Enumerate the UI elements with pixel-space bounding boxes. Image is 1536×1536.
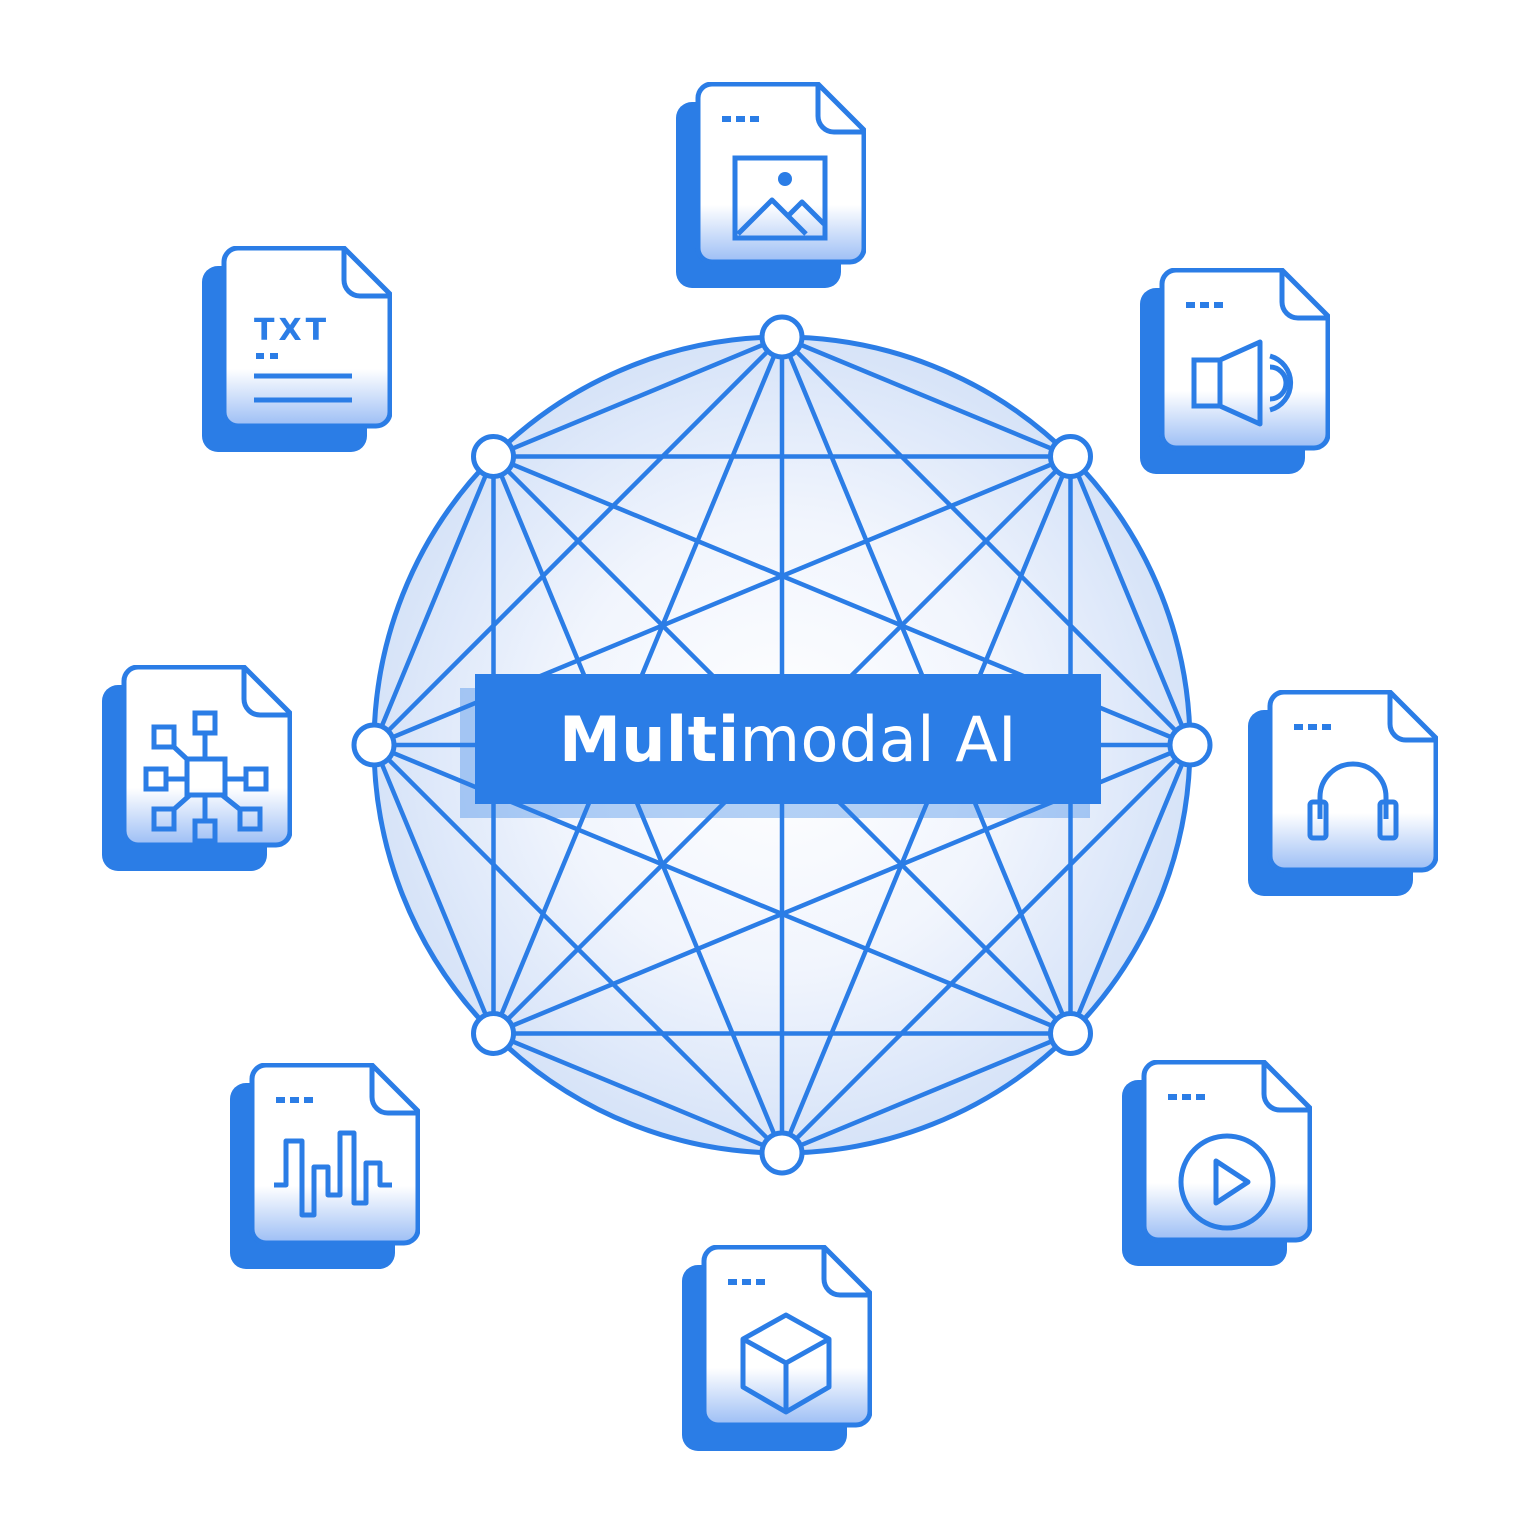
- file-text: TXT: [202, 246, 392, 456]
- file-music: [1248, 690, 1438, 900]
- graph-edge: [1068, 455, 1193, 746]
- file-signal: [230, 1063, 420, 1273]
- file-graph: [102, 665, 292, 875]
- graph-edge: [371, 744, 496, 1035]
- file-audio: [1140, 268, 1330, 478]
- graph-edge: [491, 455, 785, 1154]
- graph-edge: [781, 1031, 1072, 1156]
- graph-edge: [781, 334, 1072, 459]
- graph-edge: [371, 455, 496, 746]
- svg-text:TXT: TXT: [254, 313, 330, 348]
- graph-nodes: [351, 314, 1213, 1176]
- graph-edge: [372, 743, 784, 1155]
- graph-node: [471, 1010, 517, 1056]
- waveform-icon: [230, 1063, 420, 1269]
- graph-node: [759, 314, 805, 360]
- play-icon: [1122, 1060, 1312, 1266]
- headphones-icon: [1248, 690, 1438, 896]
- title-bold: Multi: [559, 702, 740, 776]
- graph-node: [1167, 722, 1213, 768]
- graph-node: [471, 434, 517, 480]
- graph-edge: [492, 1031, 783, 1156]
- file-image: [676, 82, 866, 292]
- network-icon: [102, 665, 292, 871]
- graph-edge: [492, 334, 783, 459]
- graph-node: [1047, 434, 1093, 480]
- graph-edge: [1068, 744, 1193, 1035]
- txt-icon: TXT: [202, 246, 392, 452]
- cube-icon: [682, 1245, 872, 1451]
- graph-node: [1047, 1010, 1093, 1056]
- file-3d: [682, 1245, 872, 1455]
- graph-node: [351, 722, 397, 768]
- graph-edge: [779, 455, 1073, 1154]
- speaker-icon: [1140, 268, 1330, 474]
- file-video: [1122, 1060, 1312, 1270]
- image-icon: [676, 82, 866, 288]
- graph-node: [759, 1130, 805, 1176]
- title-light: modal AI: [739, 702, 1017, 776]
